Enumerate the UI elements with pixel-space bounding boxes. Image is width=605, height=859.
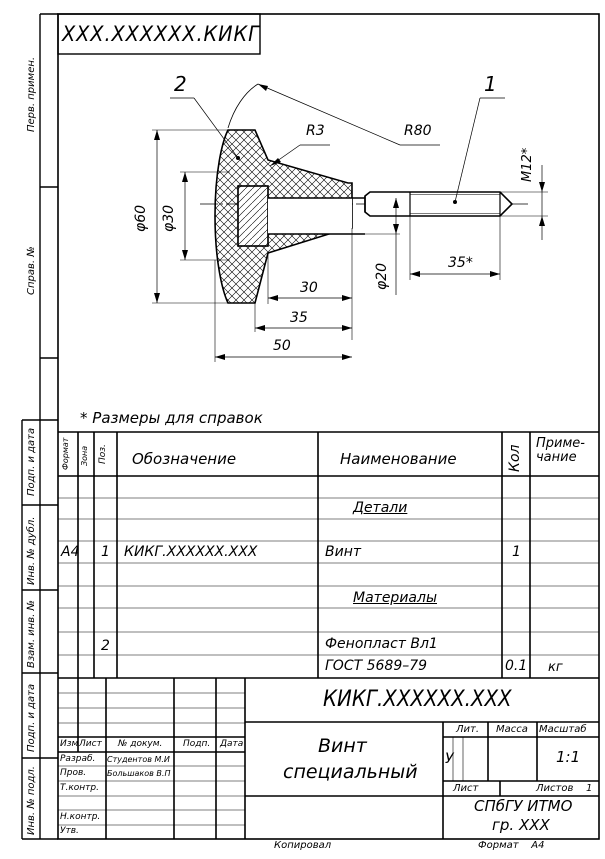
- col-data: Дата: [220, 739, 244, 749]
- title-name-1: Винт: [318, 735, 367, 757]
- dim-d30: φ30: [161, 204, 177, 232]
- col-podp: Подп.: [183, 739, 211, 749]
- masshtab-label: Масштаб: [539, 724, 587, 735]
- leader-2-label: 2: [174, 72, 187, 96]
- row1-kol: 1: [512, 544, 521, 560]
- dim-r3: R3: [306, 123, 325, 139]
- col-list: Лист: [79, 739, 102, 749]
- title-code: КИКГ.XXXXXX.XXX: [323, 687, 512, 712]
- section-details: Детали: [353, 500, 408, 516]
- dim-30: 30: [300, 280, 318, 296]
- dim-m12: М12*: [520, 147, 535, 182]
- row2-kol: 0.1: [505, 658, 528, 674]
- hdr-format: Формат: [61, 437, 70, 470]
- list-label: Лист: [453, 783, 479, 794]
- person-razrab: Студентов М.И: [107, 755, 170, 764]
- bottom-format: Формат А4: [478, 840, 545, 851]
- lit-value: У: [445, 751, 454, 767]
- massa-label: Масса: [496, 724, 528, 735]
- dim-r80: R80: [404, 123, 432, 139]
- bottom-kopiroval: Копировал: [274, 840, 332, 851]
- lit-label: Лит.: [456, 724, 480, 735]
- label-inv-dubl: Инв. № дубл.: [26, 516, 37, 585]
- label-perv-primen: Перв. примен.: [26, 56, 37, 132]
- role-razrab: Разраб.: [60, 754, 96, 764]
- listov-label: Листов: [536, 783, 574, 794]
- dim-50: 50: [273, 338, 291, 354]
- role-prov: Пров.: [60, 768, 87, 778]
- role-tkontr: Т.контр.: [60, 783, 100, 793]
- row1-format: А4: [61, 544, 80, 560]
- row2-naim1: Фенопласт Вл1: [325, 636, 438, 652]
- org-group: гр. XXX: [492, 816, 550, 834]
- outer-frame: [57, 13, 600, 840]
- dim-d20: φ20: [374, 262, 390, 290]
- listov-value: 1: [586, 783, 593, 794]
- label-inv-podl: Инв. № подл.: [26, 766, 37, 835]
- label-vzam-inv: Взам. инв. №: [26, 600, 37, 668]
- reference-note: * Размеры для справок: [80, 409, 263, 427]
- row2-prim: кг: [548, 660, 563, 675]
- row2-naim2: ГОСТ 5689–79: [325, 658, 428, 674]
- row1-poz: 1: [101, 544, 110, 560]
- masshtab-value: 1:1: [556, 748, 581, 766]
- col-izm: Изм: [60, 739, 79, 749]
- label-podp-data-1: Подп. и дата: [26, 427, 37, 496]
- role-utv: Утв.: [60, 826, 79, 836]
- dim-35-star: 35*: [448, 255, 473, 271]
- row2-poz: 2: [101, 638, 110, 654]
- row1-naim: Винт: [325, 544, 362, 560]
- title-name-2: специальный: [283, 761, 418, 783]
- hdr-zona: Зона: [80, 445, 89, 466]
- hdr-poz: Поз.: [98, 444, 108, 464]
- hdr-prim: Приме- чание: [536, 436, 585, 465]
- hdr-naim: Наименование: [340, 450, 457, 468]
- person-prov: Большаков В.П: [107, 769, 171, 778]
- top-code: XXX.XXXXXX.КИКГ: [62, 22, 260, 46]
- dim-d60: φ60: [133, 204, 149, 232]
- hdr-oboz: Обозначение: [132, 450, 237, 468]
- label-podp-data-2: Подп. и дата: [26, 683, 37, 752]
- row1-oboz: КИКГ.XXXXXX.XXX: [124, 544, 258, 560]
- org-name: СПбГУ ИТМО: [474, 797, 573, 815]
- col-doc: № докум.: [118, 739, 163, 749]
- dim-35: 35: [290, 310, 308, 326]
- leader-1-label: 1: [484, 72, 497, 96]
- section-materials: Материалы: [353, 590, 437, 606]
- hdr-kol: Кол: [507, 444, 523, 472]
- label-sprav-no: Справ. №: [26, 246, 37, 295]
- role-nkontr: Н.контр.: [60, 812, 101, 822]
